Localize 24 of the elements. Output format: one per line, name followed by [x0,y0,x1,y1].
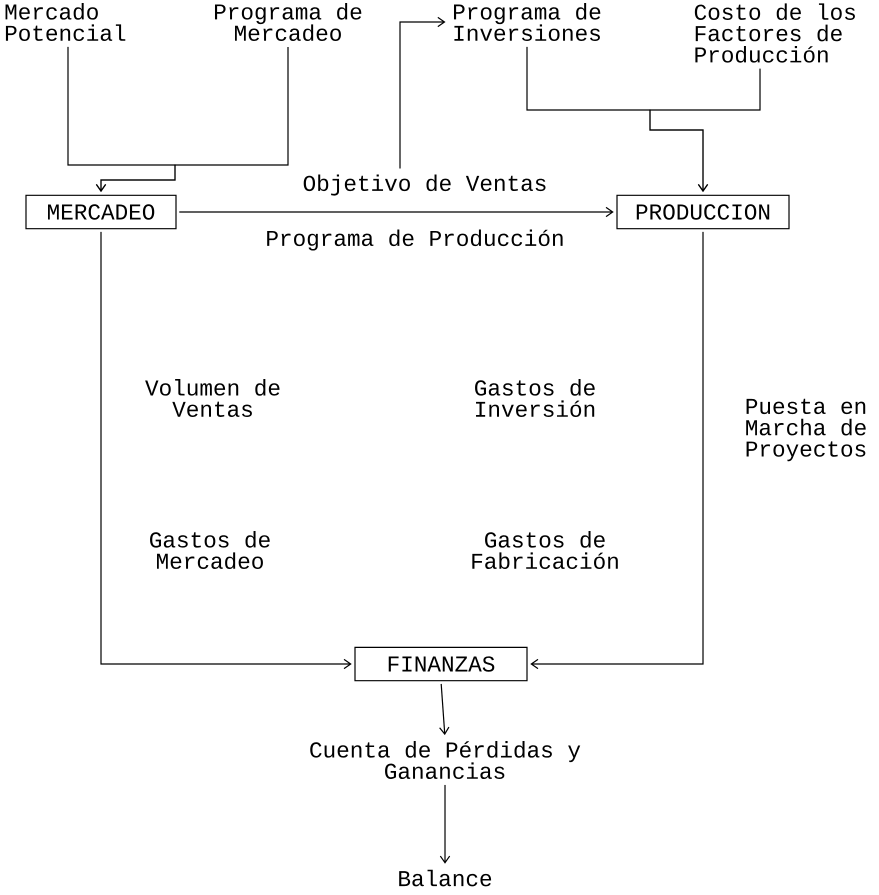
note-text: Gastos de Fabricación [472,531,618,569]
arrow [399,16,446,168]
arrow [96,46,289,192]
note-text: Gastos de Mercadeo [150,531,270,570]
arrow [439,684,450,736]
node-text: Objetivo de Ventas [304,174,546,196]
edge-label: Programa de Producción [264,228,566,252]
node-text: Balance [399,870,492,886]
arrow [179,206,614,218]
arrow [530,232,704,670]
arrow [649,68,761,192]
note-text: Gastos de Inversión [475,379,595,417]
node-text: Cuenta de Pérdidas y Ganancias [310,741,580,779]
node-text: Mercado Potencial [6,3,126,41]
process-box: FINANZAS [354,646,528,682]
note-text: Puesta en Marcha de Proyectos [746,398,866,462]
arrow [100,232,352,670]
node-text: Programa de Mercadeo [215,2,362,42]
node-text: Costo de los Factores de Producción [694,3,855,63]
node-text: Programa de Inversiones [454,3,600,41]
note-text: Volumen de Ventas [145,379,280,417]
process-box: PRODUCCION [616,194,790,230]
process-box: MERCADEO [25,194,177,230]
arrow [440,784,450,864]
